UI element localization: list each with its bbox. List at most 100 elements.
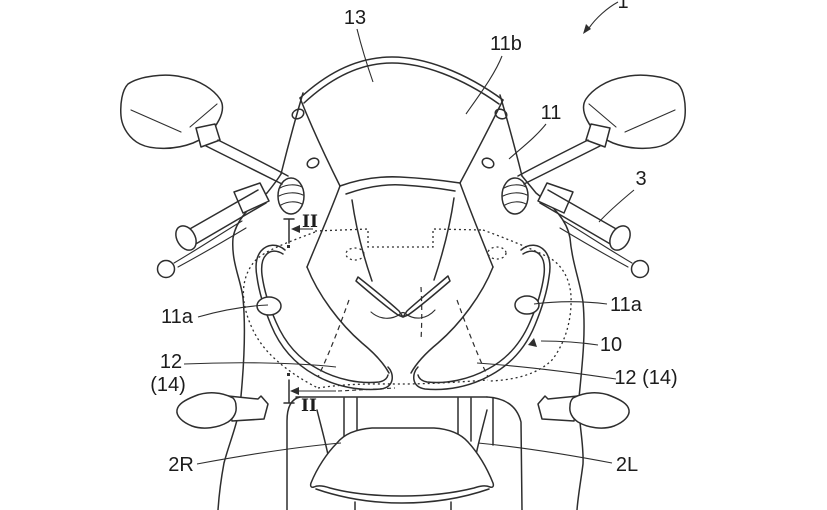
leader-12-14-right [476, 362, 617, 380]
panel-left-edge [280, 92, 304, 175]
headlight-top-edge-left [306, 266, 390, 374]
signal-stalk-left [227, 395, 269, 422]
ref-label-3: 3 [635, 168, 646, 190]
mirror-mount-left [277, 177, 305, 215]
ref-label-13: 13 [344, 7, 366, 29]
mount-boot-ridges-right [502, 184, 528, 206]
headlight-rim-inner-right [417, 250, 546, 384]
panel-right-edge [499, 94, 523, 177]
section-marker-bottom: II [283, 373, 396, 416]
headlight-rim-outer-right [413, 244, 551, 391]
mirror-stalk-left [205, 139, 289, 185]
leader-11 [508, 123, 547, 160]
ref-label-12-left: 12 [160, 351, 182, 373]
leader-11a-right [533, 301, 608, 305]
lever-ball-end-right [630, 259, 650, 279]
leader-11b [465, 55, 503, 115]
mirror-mount-right [501, 177, 529, 215]
center-blade-left [355, 276, 404, 318]
section-arrow-icon [290, 387, 299, 395]
ref-label-12-14-right: 12 (14) [614, 367, 677, 389]
windshield-right-edge [459, 99, 504, 184]
bolt-hole [306, 157, 320, 169]
headlight-assembly [255, 182, 551, 391]
mirror-boot-right [585, 123, 611, 148]
signal-lens-right [569, 392, 630, 429]
windshield-top-edge [299, 56, 504, 101]
ref-label-2r: 2R [168, 454, 194, 476]
leader-2r [196, 442, 342, 465]
nose-edge-inner-right [433, 197, 455, 281]
hidden-lamp-curve-left [317, 299, 350, 378]
hidden-lamp-curve-right [456, 299, 489, 378]
center-beak-curve [370, 309, 436, 319]
section-marker-top: II [283, 212, 318, 248]
lever-ball-end-left [156, 259, 176, 279]
ref-label-1: 1 [617, 0, 628, 13]
windshield-top-inner-edge [303, 62, 500, 105]
windshield [299, 56, 504, 195]
windshield-bottom-inner-edge [345, 184, 456, 195]
nose-edge-inner-left [351, 199, 373, 282]
hidden-bolt-right [487, 246, 507, 260]
ref-label-10: 10 [600, 334, 622, 356]
lower-cowl-corner-left [286, 396, 301, 510]
section-arrow-icon [291, 225, 300, 233]
ref-1-arrow-shaft [588, 1, 619, 29]
signal-lens-left [176, 392, 237, 429]
windshield-bottom-edge [339, 176, 461, 187]
bolt-hole [481, 157, 495, 169]
leader-12-left [183, 362, 337, 368]
stay-tab-left [256, 296, 282, 316]
signal-stalk-right [537, 395, 579, 422]
ref-10-arrow-icon [528, 338, 537, 347]
section-dot [287, 245, 290, 248]
section-dot [287, 373, 290, 376]
headlight-top-edge-right [410, 266, 494, 374]
ref-label-11: 11 [541, 102, 562, 124]
center-blade-right [402, 275, 451, 318]
grip-end-right [609, 225, 631, 251]
brake-lever-right [559, 220, 633, 268]
grip-end-left [175, 225, 197, 251]
mirror-mounts [277, 177, 529, 215]
ref-label-14-left: (14) [150, 374, 186, 396]
ref-label-11b: 11b [490, 33, 522, 55]
headlight-rim-outer-left [255, 244, 393, 391]
section-label-top: II [302, 212, 318, 232]
handlebar-tube-left [187, 189, 267, 246]
handlebars [156, 182, 650, 279]
section-tick-bottom [283, 379, 295, 404]
duct-dotted-right [482, 229, 572, 382]
fairing-edge-left [217, 173, 282, 510]
reference-labels: 1 13 11b 11 3 11a 11a 12 (14) 10 12 (14)… [150, 0, 677, 476]
ref-label-11a-left: 11a [161, 306, 194, 328]
section-label-bottom: II [301, 396, 317, 416]
leader-3 [598, 189, 635, 223]
mirror-boot-left [195, 123, 221, 148]
rear-view-mirrors [120, 74, 686, 185]
ref-label-11a-right: 11a [610, 294, 643, 316]
mirror-stalk-right [517, 139, 601, 185]
nose-edge-outer-left [306, 185, 341, 268]
tire-side-lines [354, 501, 452, 510]
mirror-glass-creases-left [130, 103, 218, 133]
section-tick-top [283, 218, 295, 244]
stay-tab-right [514, 295, 540, 315]
leader-2l [477, 442, 613, 464]
handlebar-tube-right [539, 189, 619, 246]
ref-label-2l: 2L [616, 454, 638, 476]
duct-dotted-top-notch [314, 228, 484, 248]
ref-1-arrow-icon [583, 24, 591, 34]
nose-edge-outer-right [459, 182, 494, 268]
mirror-glass-creases-right [588, 103, 676, 133]
leader-11a-left [197, 304, 269, 318]
mount-boot-ridges-left [278, 184, 304, 206]
turn-signals [176, 392, 630, 429]
upper-stay-panel [280, 92, 523, 177]
section-arrow-dashed-tail [337, 387, 396, 392]
switch-housing-left [233, 182, 270, 214]
bolt-hole [494, 108, 508, 120]
